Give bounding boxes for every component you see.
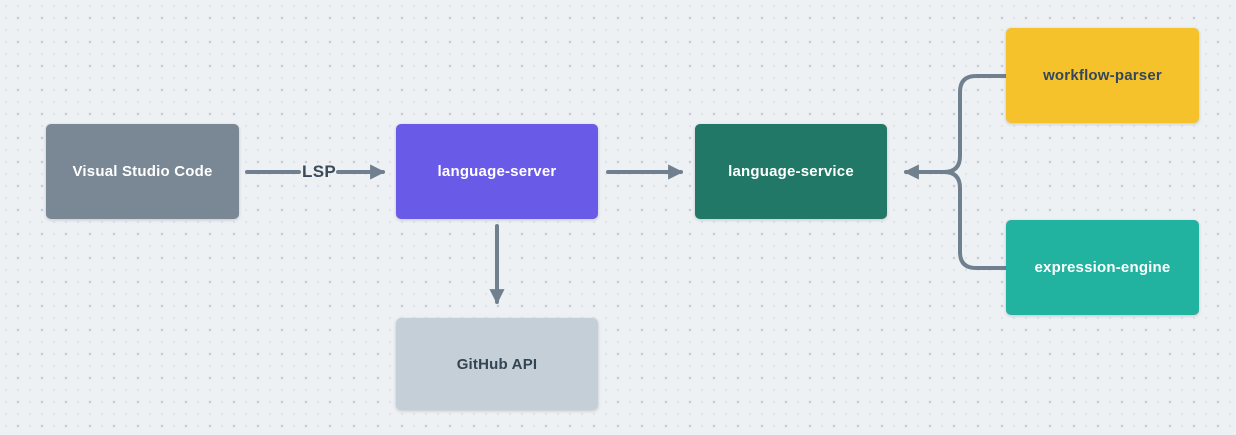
edge-label-lsp: LSP	[302, 162, 336, 181]
node-language-service-label: language-service	[728, 163, 854, 180]
node-expression-engine[interactable]: expression-engine	[1006, 220, 1199, 315]
connector-workflow-parser-branch	[942, 74, 1009, 174]
node-language-server-label: language-server	[437, 163, 557, 180]
node-language-server[interactable]: language-server	[396, 124, 598, 219]
node-expression-engine-label: expression-engine	[1034, 259, 1171, 276]
node-github-api-label: GitHub API	[456, 355, 538, 373]
node-workflow-parser-label: workflow-parser	[1043, 67, 1162, 84]
node-language-service[interactable]: language-service	[695, 124, 887, 219]
node-workflow-parser[interactable]: workflow-parser	[1006, 28, 1199, 123]
node-visual-studio-code-label: Visual Studio Code	[72, 163, 213, 180]
node-github-api[interactable]: GitHub API	[396, 318, 598, 410]
node-visual-studio-code[interactable]: Visual Studio Code	[46, 124, 239, 219]
connector-expression-engine-branch	[942, 170, 1009, 270]
